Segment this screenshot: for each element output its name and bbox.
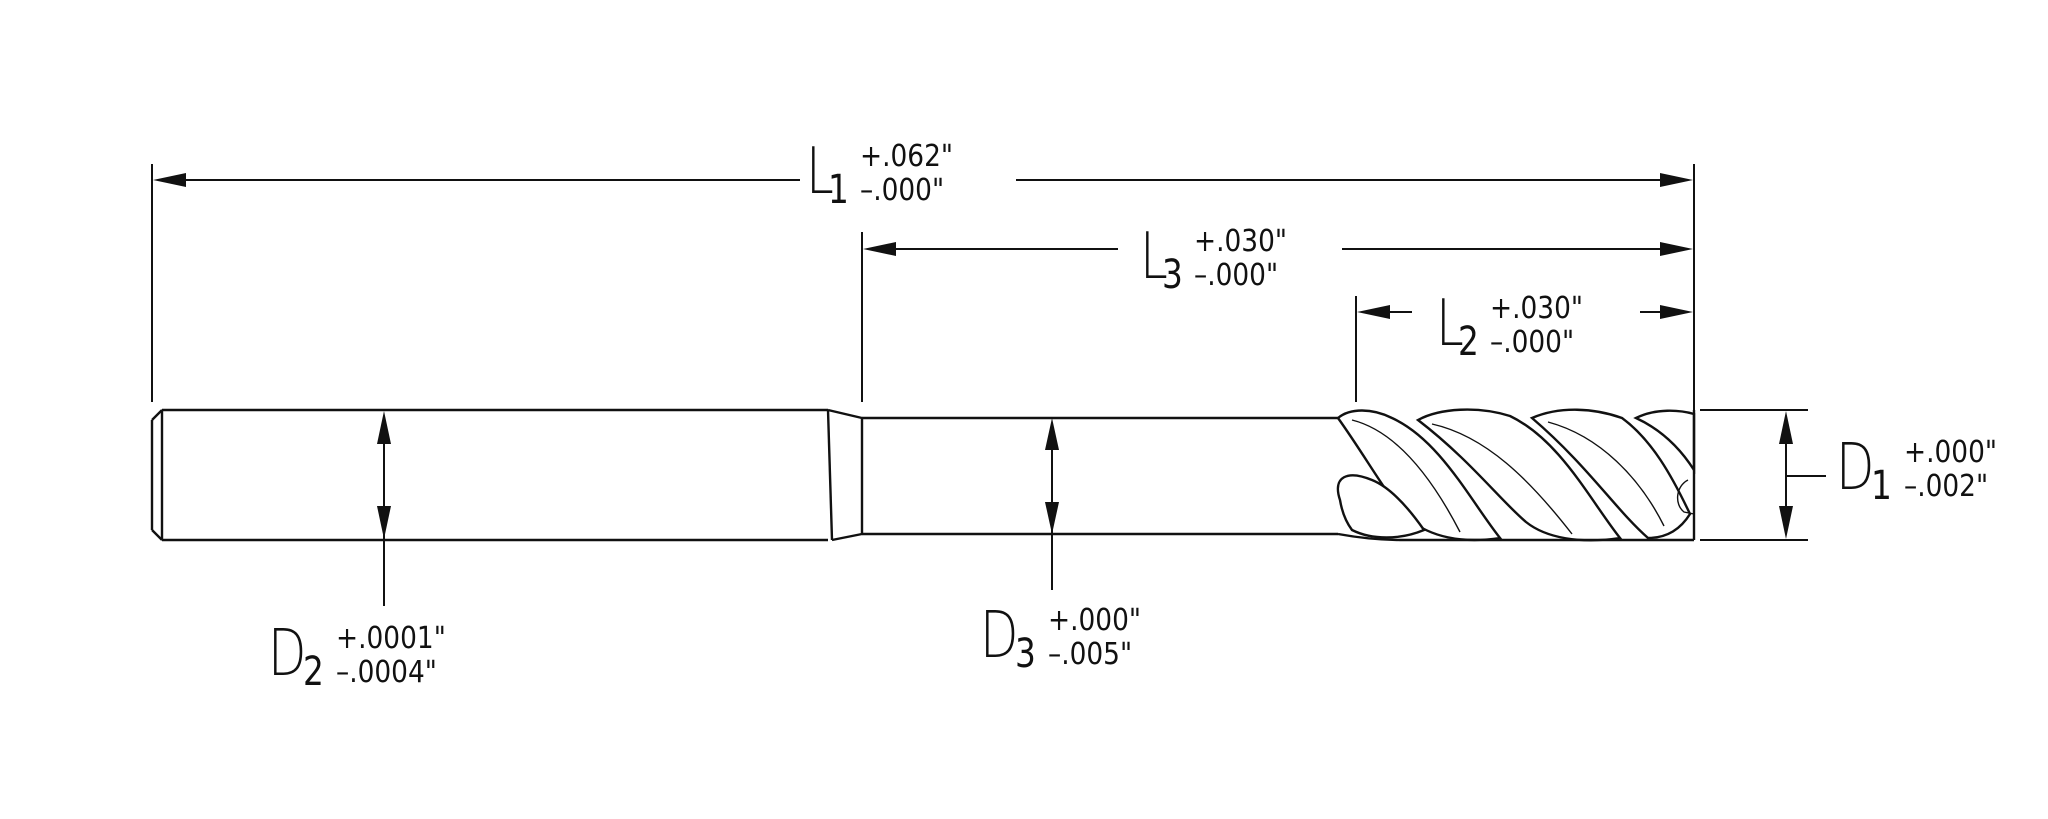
l3-symbol: L — [1140, 220, 1168, 294]
l1-tol-plus: +.062" — [860, 139, 954, 174]
d3-tol-minus: –.005" — [1047, 637, 1132, 672]
l1-subscript: 1 — [827, 167, 849, 213]
label-l1: L1 +.062" –.000" — [806, 135, 966, 213]
l1-tolerance: +.062" –.000" — [860, 140, 953, 208]
d1-tol-minus: –.002" — [1903, 469, 1988, 504]
arrowhead-l1-right — [1660, 173, 1693, 187]
d1-subscript: 1 — [1871, 463, 1893, 509]
label-l3: L3 +.030" –.000" — [1140, 220, 1300, 298]
l1-symbol: L — [806, 135, 834, 209]
dimension-line-d1 — [1779, 411, 1826, 539]
dimension-line-l1 — [153, 173, 1693, 187]
arrowhead-d1-top — [1779, 411, 1793, 444]
d1-tol-plus: +.000" — [1903, 435, 1997, 470]
label-d2: D2 +.0001" –.0004" — [268, 617, 461, 695]
d3-symbol: D — [980, 599, 1019, 673]
arrowhead-d3-bottom — [1045, 502, 1059, 534]
d3-tol-plus: +.000" — [1047, 603, 1141, 638]
d2-subscript: 2 — [303, 649, 325, 695]
d3-tolerance: +.000" –.005" — [1048, 604, 1141, 672]
arrowhead-l3-right — [1660, 242, 1693, 256]
d1-symbol: D — [1836, 431, 1875, 505]
label-l2: L2 +.030" –.000" — [1436, 287, 1596, 365]
label-d1: D1 +.000" –.002" — [1836, 431, 2010, 509]
arrowhead-l3-left — [863, 242, 896, 256]
arrowhead-l2-left — [1357, 305, 1390, 319]
arrowhead-d2-bottom — [377, 506, 391, 539]
l1-tol-minus: –.000" — [860, 173, 945, 208]
d2-tol-plus: +.0001" — [335, 621, 446, 656]
arrowhead-l2-right — [1660, 305, 1693, 319]
d2-symbol: D — [268, 617, 307, 691]
l2-tolerance: +.030" –.000" — [1490, 292, 1583, 360]
d3-subscript: 3 — [1015, 631, 1037, 677]
l3-subscript: 3 — [1161, 252, 1183, 298]
d1-tolerance: +.000" –.002" — [1904, 436, 1997, 504]
l3-tolerance: +.030" –.000" — [1194, 225, 1287, 293]
arrowhead-d1-bottom — [1779, 506, 1793, 539]
l2-subscript: 2 — [1457, 319, 1479, 365]
neck — [862, 416, 1338, 536]
d2-tolerance: +.0001" –.0004" — [336, 622, 446, 690]
arrowhead-d3-top — [1045, 418, 1059, 450]
dimension-line-l2 — [1357, 305, 1693, 319]
l3-tol-minus: –.000" — [1194, 258, 1279, 293]
d2-tol-minus: –.0004" — [335, 655, 437, 690]
l2-tol-minus: –.000" — [1490, 325, 1575, 360]
dimension-line-d3 — [1045, 418, 1059, 590]
label-d3: D3 +.000" –.005" — [980, 599, 1154, 677]
l3-tol-plus: +.030" — [1194, 224, 1288, 259]
dimension-line-d2 — [377, 411, 391, 606]
shank — [150, 408, 834, 542]
neck-taper — [827, 408, 864, 542]
dimension-line-l3 — [863, 242, 1693, 256]
arrowhead-d2-top — [377, 411, 391, 444]
l2-symbol: L — [1436, 287, 1464, 361]
arrowhead-l1-left — [153, 173, 186, 187]
flute-section — [1336, 408, 1696, 542]
l2-tol-plus: +.030" — [1490, 291, 1584, 326]
